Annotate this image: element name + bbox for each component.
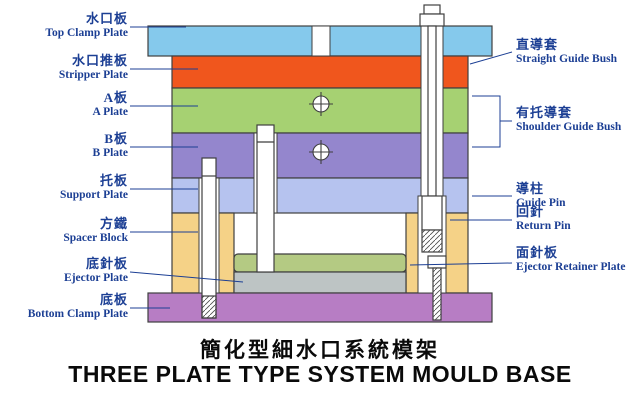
title-english: THREE PLATE TYPE SYSTEM MOULD BASE [68, 361, 572, 387]
label-spacer-block: 方鐵 Spacer Block [63, 216, 128, 245]
label-en: A Plate [92, 105, 128, 118]
label-en: B Plate [92, 146, 128, 159]
label-guide-pin: 導柱 Guide Pin [516, 181, 566, 210]
guide-pin-shape [256, 124, 275, 273]
label-support-plate: 托板 Support Plate [59, 173, 128, 202]
leader-ejector-retainer-plate [409, 262, 513, 266]
ejector-plate-shape [233, 271, 407, 294]
label-en: Shoulder Guide Bush [516, 120, 622, 133]
puller-bolt-flange [419, 13, 445, 27]
label-zh: 回針 [516, 204, 545, 219]
label-top-clamp-plate: 水口板 Top Clamp Plate [45, 11, 128, 40]
label-zh: 導柱 [516, 181, 545, 196]
label-zh: 水口推板 [71, 53, 128, 68]
label-zh: 直導套 [516, 37, 559, 52]
shoulder-bush-hatch [422, 230, 442, 252]
label-en: Bottom Clamp Plate [27, 307, 128, 320]
label-en: Straight Guide Bush [516, 52, 617, 65]
label-zh: 方鐵 [99, 216, 128, 231]
label-ejector-plate: 底針板 Ejector Plate [64, 256, 128, 285]
return-pin-thread-hatch [433, 268, 441, 320]
label-en: Return Pin [516, 219, 571, 232]
label-en: Ejector Retainer Plate [516, 260, 626, 273]
label-return-pin: 回針 Return Pin [516, 204, 571, 233]
label-zh: 托板 [99, 173, 128, 188]
return-pin-head [427, 255, 447, 269]
label-straight-guide-bush: 直導套 Straight Guide Bush [516, 37, 617, 66]
leader-lines [129, 26, 513, 309]
leader-straight-guide-bush [469, 51, 513, 65]
label-b-plate: B板 B Plate [92, 131, 128, 160]
support-pillar-thread-hatch [201, 295, 217, 319]
sprue-slot-shape [311, 25, 331, 57]
label-zh: 有托導套 [516, 105, 573, 120]
stripper-plate-shape [171, 55, 469, 89]
label-en: Top Clamp Plate [45, 26, 128, 39]
pins [201, 4, 447, 321]
label-zh: 面針板 [516, 245, 559, 260]
label-zh: 底針板 [85, 256, 128, 271]
label-stripper-plate: 水口推板 Stripper Plate [58, 53, 128, 82]
label-zh: 底板 [99, 292, 128, 307]
leader-ejector-plate [129, 271, 244, 283]
puller-bolt-shaft [427, 25, 437, 197]
label-en: Stripper Plate [58, 68, 128, 81]
bracket-shoulder-guide-bush [472, 95, 501, 148]
label-en: Ejector Plate [64, 271, 128, 284]
puller-bolt-head [423, 4, 441, 15]
label-ejector-retainer-plate: 面針板 Ejector Retainer Plate [516, 245, 626, 274]
label-en: Guide Pin [516, 196, 566, 209]
label-a-plate: A板 A Plate [92, 90, 128, 119]
shoulder-bush-shape [421, 195, 443, 231]
support-pillar-shape [201, 157, 217, 319]
label-en: Support Plate [59, 188, 128, 201]
label-bottom-clamp-plate: 底板 Bottom Clamp Plate [27, 292, 128, 321]
label-en: Spacer Block [63, 231, 128, 244]
label-zh: B板 [104, 131, 128, 146]
title-chinese: 簡化型細水口系統模架 [200, 339, 440, 362]
mould-diagram [129, 4, 513, 323]
label-zh: 水口板 [85, 11, 128, 26]
screw-symbols [309, 92, 333, 164]
label-shoulder-guide-bush: 有托導套 Shoulder Guide Bush [516, 105, 622, 134]
label-zh: A板 [103, 90, 128, 105]
